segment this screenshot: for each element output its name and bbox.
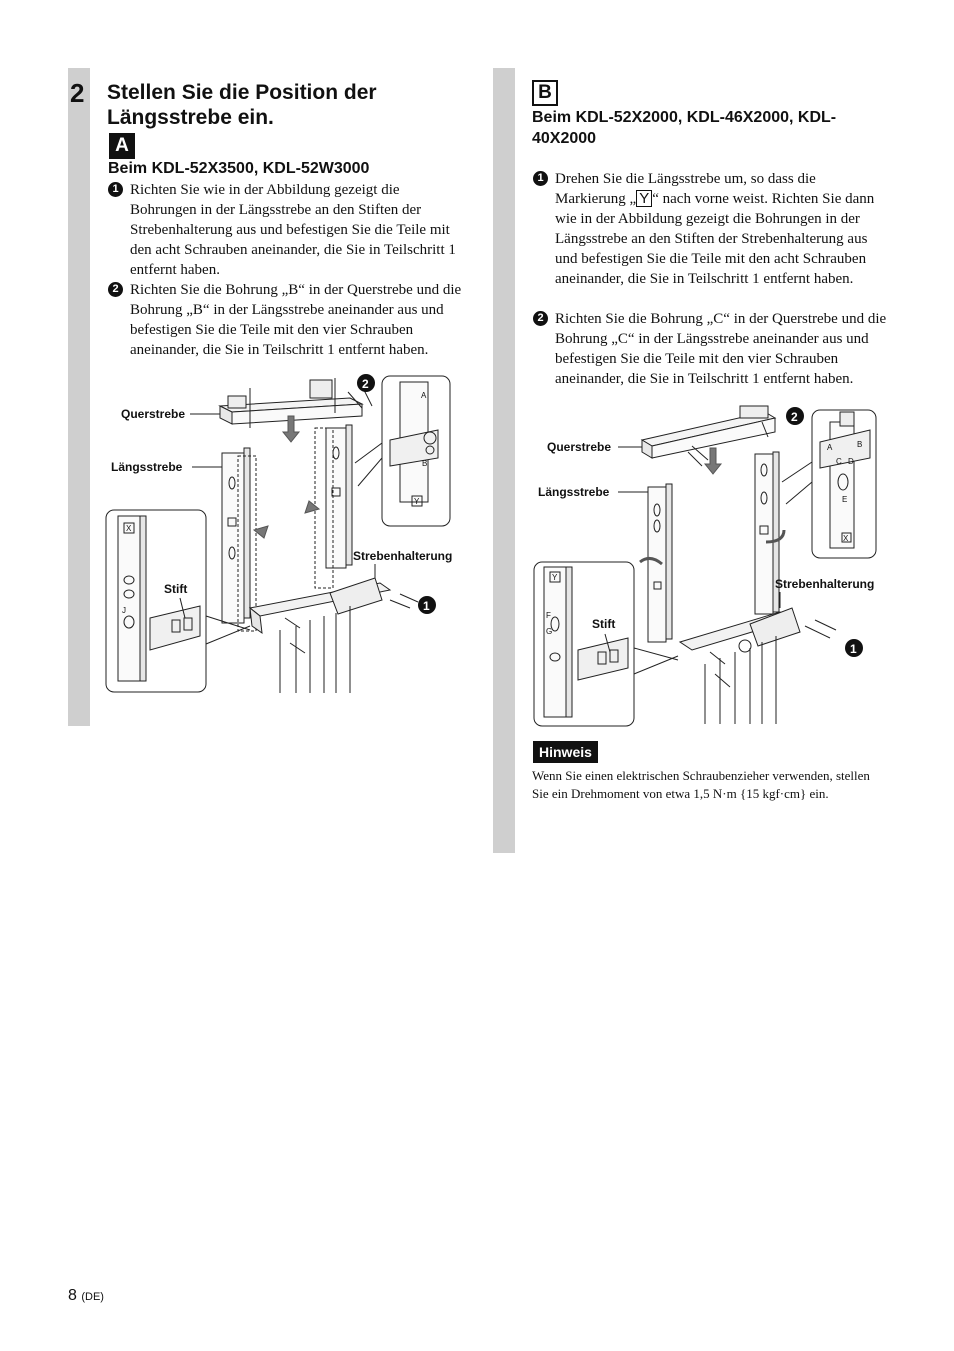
figure-b-assembly: Querstrebe Längsstrebe Stift Strebenhalt… (533, 405, 877, 727)
figure-a-marking-y: Y (414, 497, 420, 506)
figure-a-label-stift: Stift (164, 582, 187, 596)
step-text: Richten Sie die Bohrung „B“ in der Quers… (130, 282, 462, 358)
badge-1-number: 1 (850, 642, 857, 656)
figure-a-marking-b: B (422, 459, 427, 468)
page-footer: 8 (DE) (68, 1287, 104, 1305)
hinweis-text: Wenn Sie einen elektrischen Schraubenzie… (532, 768, 870, 801)
step-badge-1: 1 (108, 182, 123, 197)
step-text: Richten Sie die Bohrung „C“ in der Quers… (555, 311, 887, 387)
section-b-letter: B (532, 80, 558, 106)
section-a-sidebar (68, 68, 90, 726)
step-text-before: Drehen Sie die Längsstrebe um, so dass d… (555, 171, 816, 207)
figure-b-label-strebenhalterung: Strebenhalterung (775, 577, 874, 591)
section-b-model: Beim KDL-52X2000, KDL-46X2000, KDL-40X20… (532, 109, 837, 147)
hinweis-label: Hinweis (533, 741, 598, 763)
figure-a-assembly: Querstrebe Längsstrebe Stift Strebenhalt… (105, 374, 452, 693)
badge-2-number: 2 (791, 410, 798, 424)
figure-b-marking-y: Y (552, 573, 558, 582)
step-badge-2: 2 (533, 311, 548, 326)
figure-a-marking-a: A (421, 391, 427, 400)
figure-a-marking-x: X (126, 524, 132, 533)
figure-b-marking-e: E (842, 495, 847, 504)
figure-b-marking-c: C (836, 457, 842, 466)
step-badge-2: 2 (108, 282, 123, 297)
figure-a-badge-2: 2 (357, 374, 375, 392)
section-a-step-1: 1 Richten Sie wie in der Abbildung gezei… (108, 180, 463, 280)
step-text-after: “ nach vorne weist. Richten Sie dann wie… (555, 191, 875, 287)
section-b-sidebar (493, 68, 515, 853)
section-b-step-2: 2 Richten Sie die Bohrung „C“ in der Que… (533, 309, 888, 389)
figure-b-label-laengsstrebe: Längsstrebe (538, 485, 610, 499)
figure-a-marking-j: J (122, 606, 126, 615)
section-a-step-2: 2 Richten Sie die Bohrung „B“ in der Que… (108, 280, 463, 360)
step-title: Stellen Sie die Position der Längsstrebe… (107, 81, 377, 129)
badge-2-number: 2 (362, 377, 369, 391)
figure-b-badge-1: 1 (845, 639, 863, 657)
page-number: 8 (68, 1287, 77, 1304)
step-badge-1: 1 (533, 171, 548, 186)
marker-y: Y (636, 190, 653, 207)
step-number: 2 (70, 78, 85, 108)
section-b-step-1: 1 Drehen Sie die Längsstrebe um, so dass… (533, 169, 888, 289)
figure-b-marking-b: B (857, 440, 862, 449)
figure-a-label-querstrebe: Querstrebe (121, 407, 185, 421)
step-text: Drehen Sie die Längsstrebe um, so dass d… (555, 169, 888, 289)
figure-b-marking-d: D (848, 457, 854, 466)
badge-1-number: 1 (423, 599, 430, 613)
step-text: Richten Sie wie in der Abbildung gezeigt… (130, 182, 456, 278)
figure-b-label-stift: Stift (592, 617, 615, 631)
figure-a-label-laengsstrebe: Längsstrebe (111, 460, 183, 474)
figure-b-marking-x: X (843, 534, 849, 543)
section-a-model: Beim KDL-52X3500, KDL-52W3000 (108, 160, 370, 177)
figure-b-marking-g: G (546, 627, 552, 636)
figure-b-badge-2: 2 (786, 407, 804, 425)
figure-b-marking-f: F (546, 611, 551, 620)
figure-b-label-querstrebe: Querstrebe (547, 440, 611, 454)
figure-a-badge-1: 1 (418, 596, 436, 614)
page-language: (DE) (81, 1291, 104, 1303)
figure-b-marking-a: A (827, 443, 833, 452)
section-a-letter: A (109, 133, 135, 159)
figure-a-label-strebenhalterung: Strebenhalterung (353, 549, 452, 563)
